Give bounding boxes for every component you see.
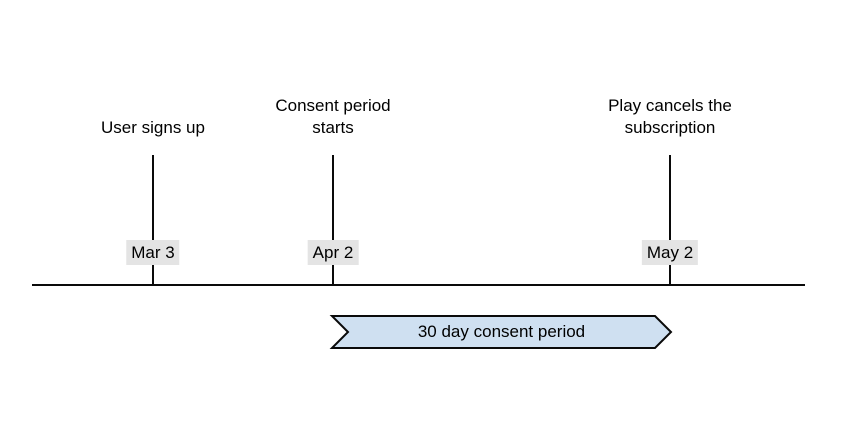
marker-stem-line [669, 155, 671, 286]
marker-title: User signs up [101, 118, 205, 137]
consent-period-banner: 30 day consent period [329, 315, 673, 349]
marker-title: Consent period starts [275, 96, 391, 137]
marker-stem-line [152, 155, 154, 286]
marker-stem-line [332, 155, 334, 286]
marker-title: Play cancels the subscription [608, 96, 732, 137]
marker-date-chip: May 2 [641, 240, 699, 265]
timeline-axis [32, 284, 805, 286]
marker-date-chip: Apr 2 [307, 240, 359, 265]
consent-period-label: 30 day consent period [417, 322, 586, 341]
chevron-shape-icon [329, 315, 673, 349]
marker-date-chip: Mar 3 [126, 240, 180, 265]
